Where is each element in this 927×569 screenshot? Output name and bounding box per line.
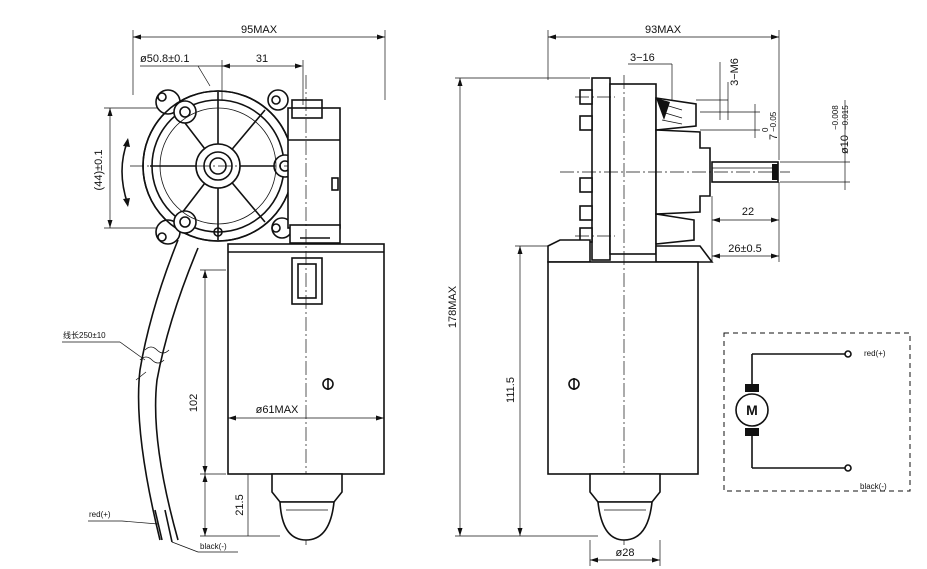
end-cap-left: [271, 473, 343, 541]
cable-length-label: 线长250±10: [62, 330, 146, 361]
dim-overall-width-right: 93MAX: [547, 24, 780, 160]
dim-heights-left: 102 21.5: [188, 269, 280, 537]
right-view: 93MAX 3−16 3−M6 7 0 −0.05 ø10 −0.008 −0.…: [447, 24, 851, 566]
dim-holes: 3−16 3−M6: [628, 52, 741, 120]
label-bolt-holes: 3−16: [630, 52, 655, 64]
gearbox-flange: [142, 89, 297, 245]
label-95max: 95MAX: [241, 24, 278, 36]
label-red-wire: red(+): [89, 510, 111, 519]
wiring-schematic: M red(+) black(-): [723, 332, 911, 492]
label-178max: 178MAX: [447, 285, 459, 328]
rotation-arrow: [121, 139, 129, 206]
label-black-wire: black(-): [200, 542, 227, 551]
label-26: 26±0.5: [728, 243, 762, 255]
dim-bolt-spacing: (44)±0.1: [93, 107, 180, 229]
dim-flange: 31 ø50.8±0.1: [140, 53, 304, 105]
label-shaft-dia: ø10: [839, 135, 851, 154]
label-111-5: 111.5: [505, 377, 517, 403]
wire-labels-left: red(+) black(-): [88, 510, 238, 553]
motor-symbol: [735, 393, 769, 427]
motor-body-right: [547, 75, 699, 545]
terminal-negative: [844, 464, 852, 472]
left-view: 95MAX 31 ø50.8±0.1 (44)±0.1: [62, 24, 386, 553]
end-cap-right: [589, 473, 661, 541]
dim-overall-width-left: 95MAX: [132, 24, 386, 100]
label-22: 22: [742, 206, 754, 218]
label-31: 31: [256, 53, 268, 65]
label-cable-length: 线长250±10: [63, 330, 106, 340]
label-shaft-dia-lower: −0.015: [841, 105, 850, 130]
label-shaft-dia-upper: −0.008: [831, 105, 840, 130]
label-bolt-spacing: (44)±0.1: [93, 150, 105, 191]
label-thread-holes: 3−M6: [729, 58, 741, 86]
dim-shaft-length: 22 26±0.5: [711, 182, 780, 262]
label-flange-diameter: ø50.8±0.1: [140, 53, 189, 65]
label-schematic-red: red(+): [864, 349, 886, 358]
dim-heights-right: 178MAX 111.5: [447, 77, 598, 537]
label-schematic-black: black(-): [860, 482, 887, 491]
label-shaft-key-upper: 0: [761, 127, 770, 132]
dim-end-cap-diameter: ø28: [589, 540, 661, 566]
label-28: ø28: [616, 547, 635, 559]
label-motor-m: M: [746, 402, 758, 418]
gearbox-side: [547, 77, 790, 263]
dim-shaft: 7 0 −0.05 ø10 −0.008 −0.015: [700, 100, 851, 190]
label-shaft-key-lower: −0.05: [769, 111, 778, 132]
label-21-5: 21.5: [234, 494, 246, 515]
label-motor-diameter: ø61MAX: [256, 404, 299, 416]
gearbox-housing: [287, 99, 341, 244]
cable: [135, 239, 199, 543]
label-shaft-key: 7: [768, 134, 780, 140]
terminal-positive: [844, 350, 852, 358]
label-102: 102: [188, 394, 200, 412]
label-93max: 93MAX: [645, 24, 682, 36]
